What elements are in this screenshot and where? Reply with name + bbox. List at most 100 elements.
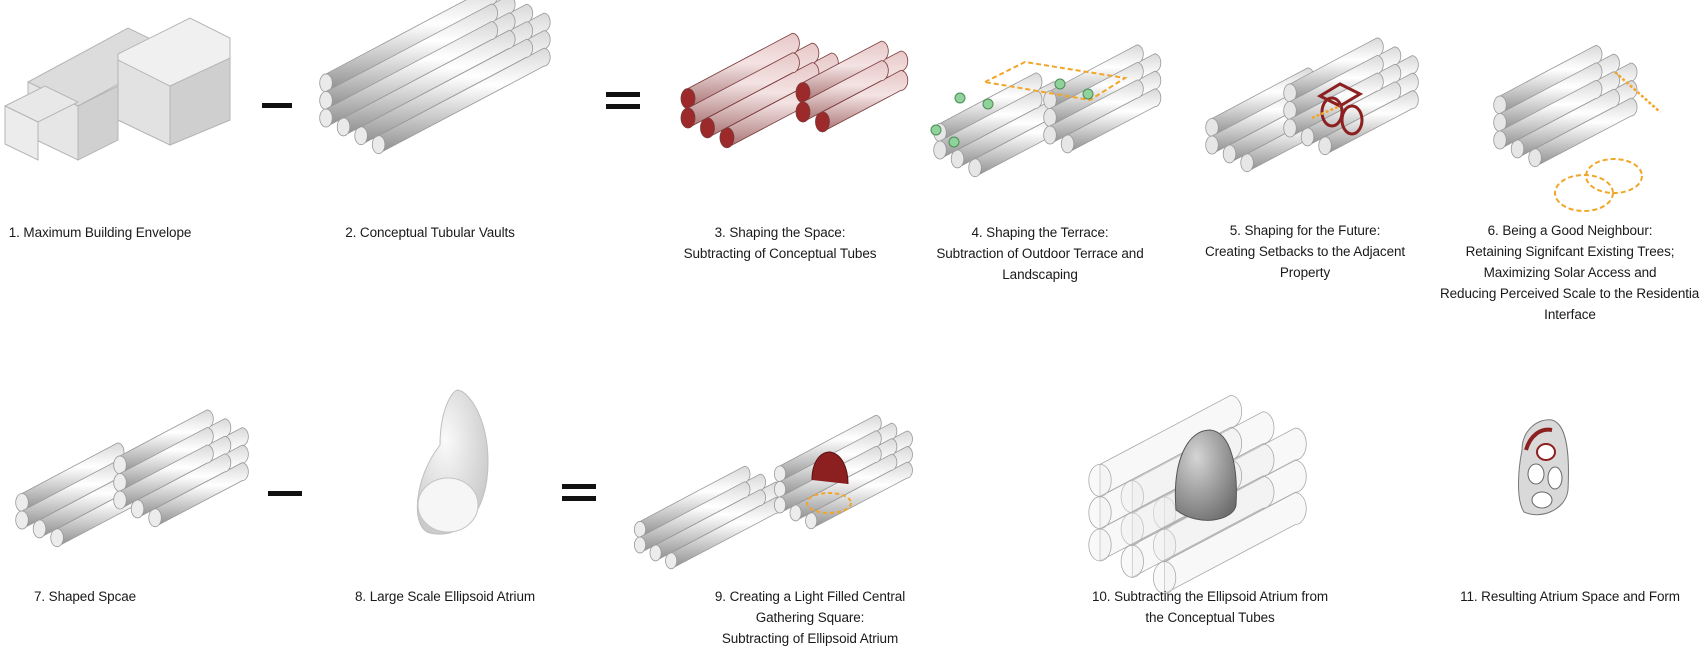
tube-end <box>15 510 29 530</box>
step-label-10: 10. Subtracting the Ellipsoid Atrium fro… <box>1080 586 1340 628</box>
tube-end <box>1043 125 1057 145</box>
tube-shape <box>1499 79 1603 150</box>
step-6-line-2: Retaining Signifcant Existing Trees; <box>1465 244 1675 259</box>
tube-shape <box>360 38 534 146</box>
tube-end <box>1318 136 1332 156</box>
step-label-6: 6. Being a Good Neighbour: Retaining Sig… <box>1440 220 1700 325</box>
step-8-line-1: 8. Large Scale Ellipsoid Atrium <box>355 589 535 604</box>
ellipsoid-in-tubes-illustration <box>1088 394 1307 595</box>
tube-shape <box>639 481 751 554</box>
terrace-illustration <box>930 44 1162 178</box>
step-label-9: 9. Creating a Light Filled Central Gathe… <box>690 586 930 649</box>
tube-shape <box>137 453 232 519</box>
shaped-space-result-illustration <box>15 409 249 548</box>
step-label-5: 5. Shaping for the Future: Creating Setb… <box>1185 220 1425 283</box>
step-label-8: 8. Large Scale Ellipsoid Atrium <box>340 586 550 607</box>
equals-operator-2-top <box>562 484 596 489</box>
tube-end <box>774 496 787 514</box>
tube-end <box>950 149 965 169</box>
tube-shape <box>1131 475 1275 578</box>
step-label-2: 2. Conceptual Tubular Vaults <box>330 222 530 243</box>
tube-end <box>700 117 715 139</box>
step-5-line-1: 5. Shaping for the Future: <box>1229 223 1381 238</box>
tube-end <box>719 127 735 149</box>
tube-end <box>1528 148 1542 168</box>
step-9-line-2: Gathering Square: <box>755 610 865 625</box>
tube-shape <box>822 70 909 133</box>
tube-end <box>1283 118 1297 138</box>
tube-shape <box>655 489 766 562</box>
tube-end <box>1222 144 1237 164</box>
tube-shape <box>119 444 214 510</box>
tube-end <box>1088 463 1112 497</box>
tube-shape <box>795 453 898 522</box>
tube-end <box>1240 153 1254 173</box>
step-3-line-2: Subtracting of Conceptual Tubes <box>683 246 877 261</box>
minus-operator-1 <box>262 103 292 108</box>
tube-end <box>1088 496 1112 530</box>
tube-shape <box>687 52 800 129</box>
step-label-1: 1. Maximum Building Envelope <box>0 222 200 243</box>
tube-shape <box>1099 394 1243 498</box>
equals-operator-1-top <box>606 92 640 97</box>
tube-end <box>1060 134 1075 154</box>
tube-shape <box>154 462 249 528</box>
atrium-subtraction-illustration <box>634 414 913 570</box>
tube-end <box>795 101 811 123</box>
step-11-line-1: 11. Resulting Atrium Space and Form <box>1460 589 1680 604</box>
tube-shape <box>1067 88 1162 154</box>
tube-end <box>680 107 696 129</box>
step-9-line-1: 9. Creating a Light Filled Central <box>714 589 906 604</box>
tube-shape <box>325 21 498 128</box>
tube-shape <box>343 30 516 137</box>
tube-end <box>1205 135 1219 155</box>
tube-end <box>336 117 351 137</box>
tube-end <box>815 111 830 133</box>
tube-shape <box>1324 90 1419 156</box>
tube-shape <box>810 461 913 530</box>
step-6-line-4: Reducing Perceived Scale to the Resident… <box>1440 286 1700 301</box>
tube-end <box>148 508 162 528</box>
tube-end <box>1300 127 1315 147</box>
tubular-vaults-illustration <box>319 0 551 155</box>
step-label-3: 3. Shaping the Space: Subtracting of Con… <box>665 222 895 264</box>
tube-end <box>1510 139 1525 159</box>
step-4-line-2: Subtraction of Outdoor Terrace and <box>936 246 1144 261</box>
tube-end <box>32 519 47 539</box>
tube-shape <box>378 47 551 155</box>
tube-shape <box>1534 97 1638 168</box>
equals-operator-2-bottom <box>562 496 596 501</box>
step-label-4: 4. Shaping the Terrace: Subtraction of O… <box>920 222 1160 285</box>
tube-shape <box>1164 492 1307 595</box>
step-4-line-3: Landscaping <box>1002 267 1078 282</box>
good-neighbour-illustration <box>1493 44 1661 212</box>
tube-end <box>113 490 127 510</box>
step-4-line-1: 4. Shaping the Terrace: <box>971 225 1109 240</box>
tube-end <box>634 536 647 554</box>
minus-operator-2 <box>268 491 302 496</box>
tube-end <box>130 499 145 519</box>
step-6-line-3: Maximizing Solar Access and <box>1483 265 1657 280</box>
tube-end <box>1120 544 1144 578</box>
step-3-line-1: 3. Shaping the Space: <box>714 225 846 240</box>
step-label-11: 11. Resulting Atrium Space and Form <box>1440 586 1700 607</box>
step-2-line-1: 2. Conceptual Tubular Vaults <box>345 225 515 240</box>
step-label-7: 7. Shaped Spcae <box>10 586 160 607</box>
tube-end <box>933 140 947 160</box>
atrium-form-illustration <box>1518 419 1569 516</box>
step-5-line-3: Property <box>1279 265 1331 280</box>
tube-end <box>371 135 386 154</box>
tube-shape <box>1307 81 1402 147</box>
tube-end <box>354 126 368 146</box>
tube-shape <box>1164 459 1307 563</box>
tube-end <box>50 528 64 548</box>
tube-end <box>1493 130 1507 150</box>
step-10-line-1: 10. Subtracting the Ellipsoid Atrium fro… <box>1091 589 1328 604</box>
tube-end <box>1153 561 1177 595</box>
step-6-line-5: Interface <box>1544 307 1596 322</box>
shaped-space-illustration <box>680 32 909 149</box>
step-10-line-2: the Conceptual Tubes <box>1145 610 1275 625</box>
step-9-line-3: Subtracting of Ellipsoid Atrium <box>721 631 899 646</box>
tube-end <box>319 108 333 128</box>
